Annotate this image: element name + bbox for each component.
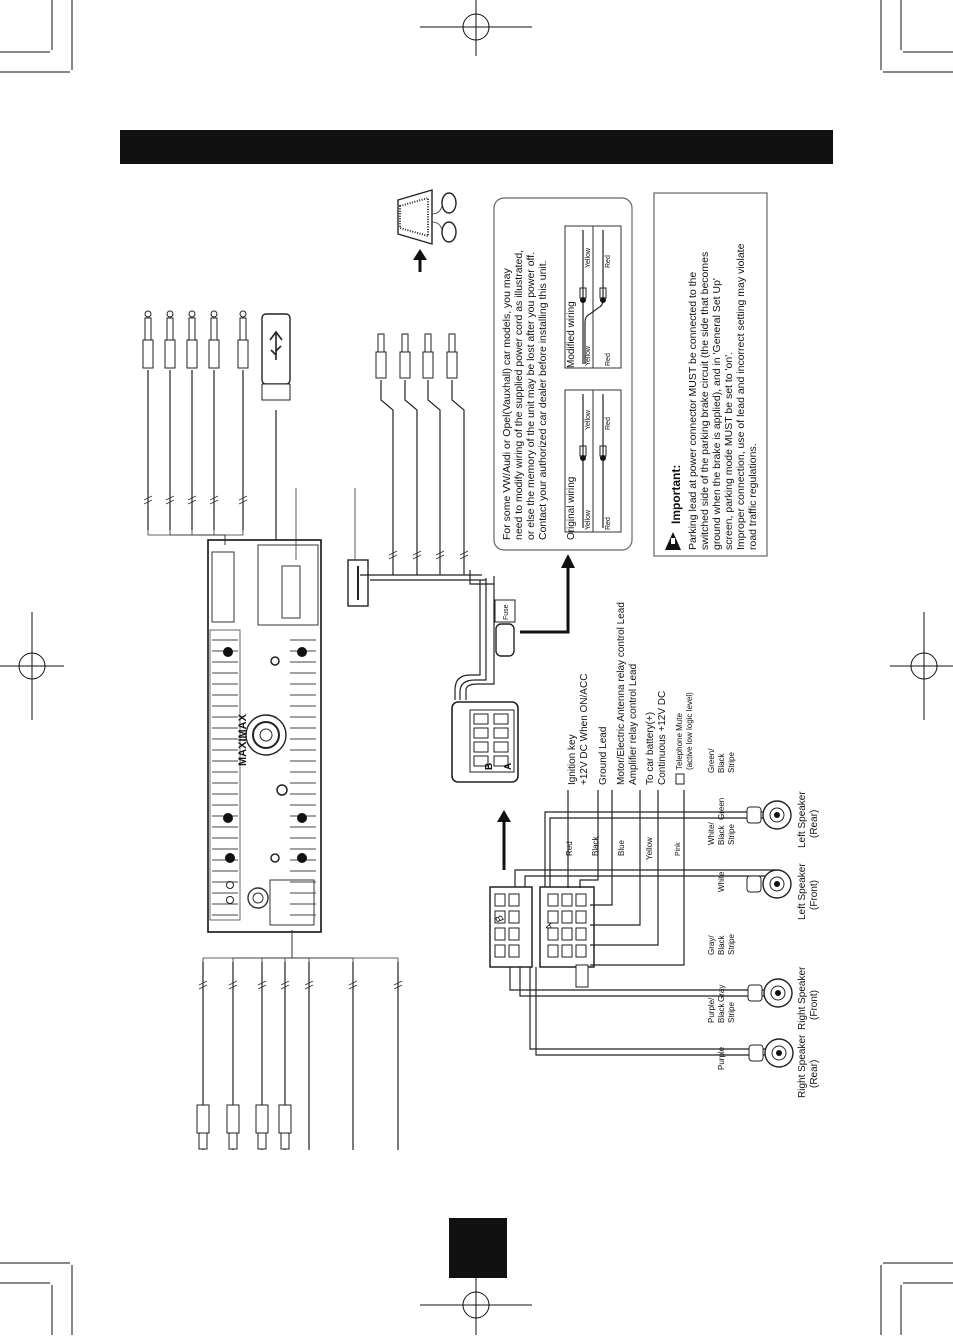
- battery-label-2: Continuous +12V DC: [657, 691, 668, 785]
- speaker-minus-wire: Black: [717, 1002, 726, 1023]
- important-line: screen, parking mode MUST be set to 'on'…: [723, 352, 735, 550]
- vw-note-line: need to modify wiring of the supplied po…: [513, 250, 525, 540]
- wire-color-black: Black: [591, 835, 600, 856]
- vw-note-line: or else the memory of the unit may be lo…: [525, 252, 537, 540]
- speaker-name: Left Speaker: [797, 863, 808, 920]
- ignition-label-2: +12V DC When ON/ACC: [579, 674, 590, 785]
- important-box: [653, 192, 768, 557]
- speaker-position: (Rear): [809, 810, 820, 838]
- registration-target-top: [420, 0, 532, 56]
- vw-note-line: For some VW/Audi or Opel(Vauxhall) car m…: [501, 268, 513, 540]
- registration-target-bottom: [420, 1278, 532, 1335]
- speaker-name: Right Speaker: [797, 966, 808, 1030]
- wire-color-yellow: Yellow: [645, 837, 654, 860]
- speaker-position: (Front): [809, 880, 820, 910]
- wire-yellow-label: Yellow: [585, 509, 592, 530]
- speaker-minus-wire: Black: [717, 934, 726, 955]
- important-line: switched side of the parking brake circu…: [699, 252, 711, 550]
- ignition-label-1: Ignition key: [567, 734, 578, 785]
- speaker-minus-wire: Stripe: [727, 752, 736, 773]
- important-line: ground when the brake is applied), and i…: [711, 278, 723, 550]
- rca-output-leads: [142, 310, 249, 545]
- original-wiring-label: Original wiring: [566, 477, 577, 540]
- speaker-minus-wire: White/: [707, 822, 716, 845]
- iso-plug-a: [539, 886, 595, 988]
- speaker-minus-wire: Gray/: [707, 935, 716, 955]
- arrow-to-adapter-icon: [413, 249, 427, 272]
- lead-labels: Ignition key +12V DC When ON/ACC Ground …: [565, 602, 694, 860]
- scart-adapter-icon: [397, 189, 457, 245]
- speaker-name: Left Speaker: [797, 791, 808, 848]
- speaker-plus-wire: Purple: [717, 1046, 726, 1070]
- iso-connector-head: [451, 701, 519, 783]
- speaker-plus-wire: Green: [717, 798, 726, 820]
- wire-color-pink: Pink: [675, 842, 682, 856]
- modified-wiring-label: Modified wiring: [566, 301, 577, 368]
- wire-red-label: Red: [605, 255, 612, 268]
- connector-a-label: A: [503, 763, 514, 770]
- wire-red-label: Red: [605, 353, 612, 366]
- vw-note-line: Contact your authorized car dealer befor…: [537, 260, 549, 540]
- plug-b-label: B: [494, 912, 507, 924]
- wire-red-label: Red: [605, 517, 612, 530]
- mute-label-2: (active low logic level): [685, 692, 694, 770]
- important-line: Improper connection, use of lead and inc…: [735, 243, 747, 550]
- antenna-label-2: Amplifier relay control Lead: [628, 664, 639, 785]
- ground-label: Ground Lead: [598, 727, 609, 785]
- speaker-name: Right Speaker: [797, 1034, 808, 1098]
- page-number-tab: [449, 1218, 507, 1278]
- arrow-up-icon: [497, 810, 511, 870]
- head-unit-chassis: [207, 539, 322, 933]
- important-title: Important:: [669, 465, 683, 524]
- wire-yellow-label: Yellow: [585, 345, 592, 366]
- wire-yellow-label: Yellow: [585, 247, 592, 268]
- lead-wires: [567, 790, 685, 966]
- brand-logo: MAXIMAX: [237, 713, 249, 766]
- important-line: Parking lead at power connector MUST be …: [687, 272, 699, 550]
- speaker-minus-wire: Stripe: [727, 934, 736, 955]
- harness-cable: Fuse: [360, 570, 516, 700]
- wire-red-label: Red: [605, 417, 612, 430]
- speaker-position: (Rear): [809, 1060, 820, 1088]
- speaker-icon: [746, 800, 792, 830]
- antenna-label-1: Motor/Electric Antenna relay control Lea…: [616, 602, 627, 785]
- phone-icon: [675, 773, 685, 785]
- camera-rca-leads: [375, 333, 469, 575]
- registration-target-left: [0, 612, 64, 720]
- battery-label-1: To car battery(+): [645, 712, 656, 785]
- antenna-connector: [295, 488, 369, 607]
- speaker-minus-wire: Black: [717, 752, 726, 773]
- speaker-wires: [509, 811, 779, 1056]
- iso-plug-b: [489, 886, 533, 968]
- registration-target-right: [890, 612, 953, 720]
- arrow-to-note-icon: [520, 554, 575, 634]
- speaker-minus-wire: Stripe: [727, 824, 736, 845]
- connector-b-label: B: [484, 763, 495, 770]
- mute-label-1: Telephone Mute: [675, 713, 684, 770]
- speaker-minus-wire: Purple/: [707, 997, 716, 1023]
- wire-color-red: Red: [565, 841, 574, 856]
- speaker-minus-wire: Stripe: [727, 1002, 736, 1023]
- speaker-icon: [746, 869, 792, 899]
- wire-color-blue: Blue: [617, 839, 626, 856]
- speaker-minus-wire: Green/: [707, 748, 716, 773]
- speaker-position: (Front): [809, 990, 820, 1020]
- speaker-plus-wire: White: [717, 871, 726, 892]
- vw-note-box: [493, 197, 633, 551]
- rca-input-leads: [196, 930, 403, 1150]
- speaker-minus-wire: Black: [717, 824, 726, 845]
- header-bar: [120, 130, 833, 164]
- fuse-label: Fuse: [503, 604, 510, 620]
- wire-yellow-label: Yellow: [585, 409, 592, 430]
- usb-cable: [261, 313, 291, 540]
- speaker-icon: [748, 1038, 794, 1068]
- speaker-icon: [747, 978, 793, 1008]
- speaker-plus-wire: Gray: [717, 985, 726, 1002]
- important-line: road traffic regulations.: [747, 443, 759, 550]
